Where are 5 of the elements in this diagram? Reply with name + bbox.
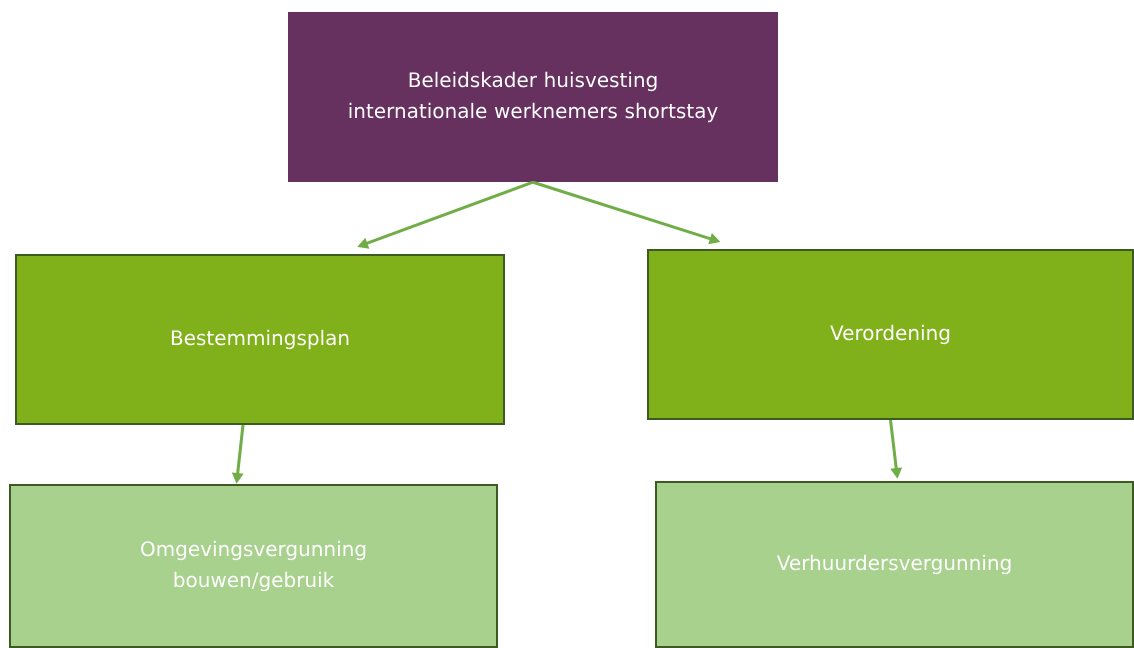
process-box: Omgevingsvergunning bouwen/gebruik [9,484,498,648]
process-box: Bestemmingsplan [15,254,505,425]
process-box: Beleidskader huisvesting internationale werknemers shortstay [288,12,778,182]
process-box: Verhuurdersvergunning [655,481,1134,648]
process-box: Verordening [647,249,1134,420]
